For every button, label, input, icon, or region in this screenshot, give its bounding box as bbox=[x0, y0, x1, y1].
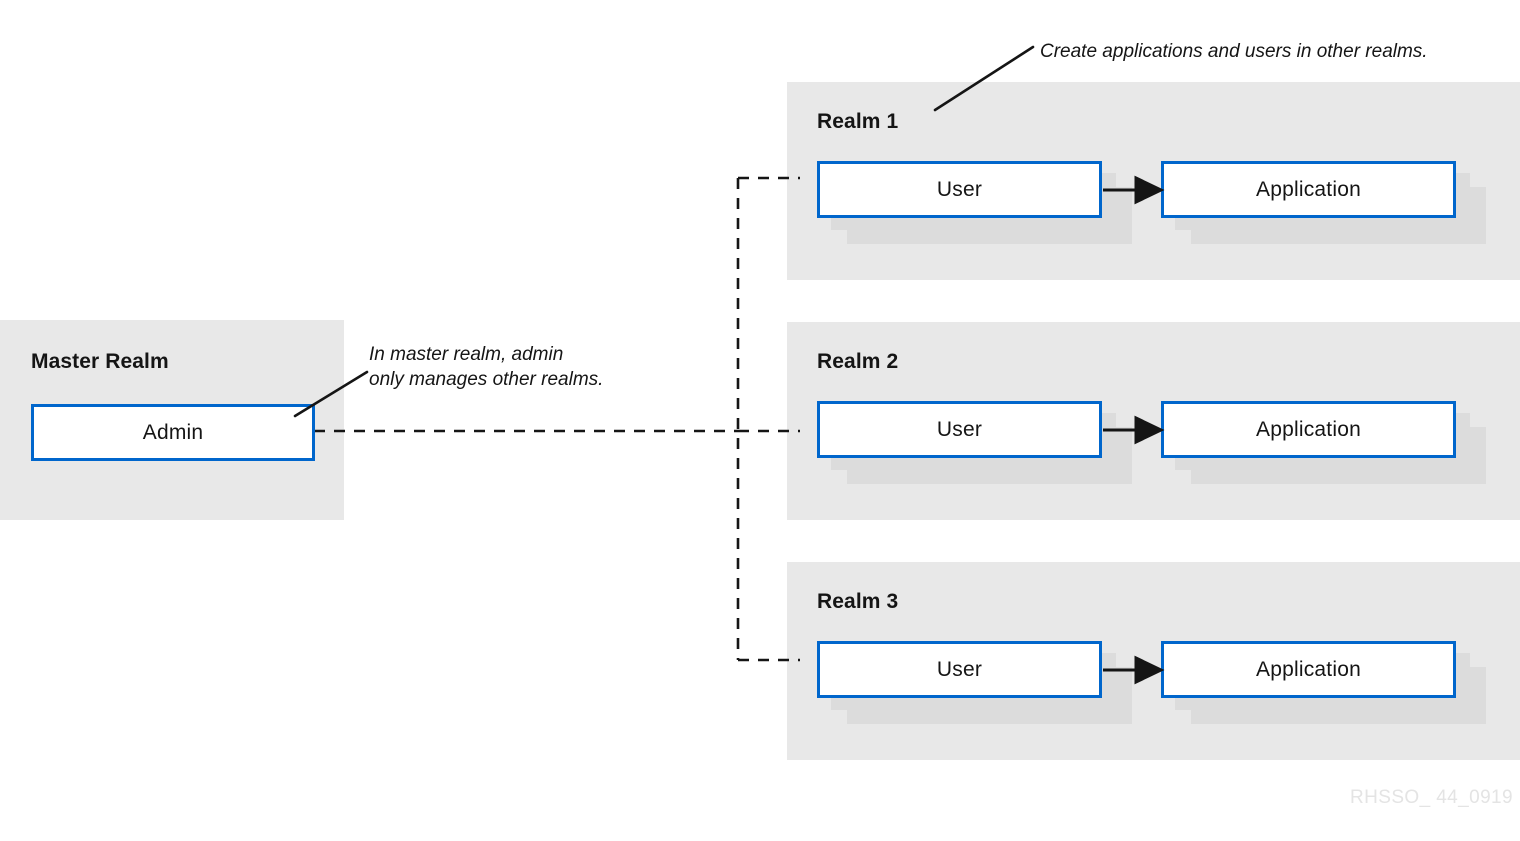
watermark-label: RHSSO_ 44_0919 bbox=[1350, 787, 1513, 808]
realm-3-application-label: Application bbox=[1256, 657, 1361, 681]
realm-2-application-label: Application bbox=[1256, 417, 1361, 441]
realm-2-application-card-stack: Application bbox=[1161, 401, 1486, 484]
realm-2-user-card-stack: User bbox=[817, 401, 1132, 484]
realm-2-application-box[interactable]: Application bbox=[1161, 401, 1456, 458]
realm-1-user-label: User bbox=[936, 177, 983, 201]
realm-3-user-label: User bbox=[936, 657, 983, 681]
realm-title-1: Realm 1 bbox=[817, 110, 899, 133]
realm-title-2: Realm 2 bbox=[817, 350, 899, 373]
realm-2-user-label: User bbox=[936, 417, 983, 441]
realm-1-application-box[interactable]: Application bbox=[1161, 161, 1456, 218]
admin-box-label: Admin bbox=[142, 420, 204, 444]
annotation-master-realm-admin: In master realm, admin only manages othe… bbox=[369, 344, 604, 390]
admin-box[interactable]: Admin bbox=[31, 404, 315, 461]
realm-1-application-card-stack: Application bbox=[1161, 161, 1486, 244]
realm-3-user-card-stack: User bbox=[817, 641, 1132, 724]
realm-2-user-box[interactable]: User bbox=[817, 401, 1102, 458]
realm-3-user-box[interactable]: User bbox=[817, 641, 1102, 698]
realm-3-application-card-stack: Application bbox=[1161, 641, 1486, 724]
annotation-create-apps-and-users: Create applications and users in other r… bbox=[1040, 41, 1428, 62]
realm-3-application-box[interactable]: Application bbox=[1161, 641, 1456, 698]
realm-title-3: Realm 3 bbox=[817, 590, 899, 613]
realm-1-application-label: Application bbox=[1256, 177, 1361, 201]
master-realm-title: Master Realm bbox=[31, 350, 169, 373]
realm-1-user-box[interactable]: User bbox=[817, 161, 1102, 218]
realm-1-user-card-stack: User bbox=[817, 161, 1132, 244]
admin-card-stack: Admin bbox=[31, 404, 315, 461]
